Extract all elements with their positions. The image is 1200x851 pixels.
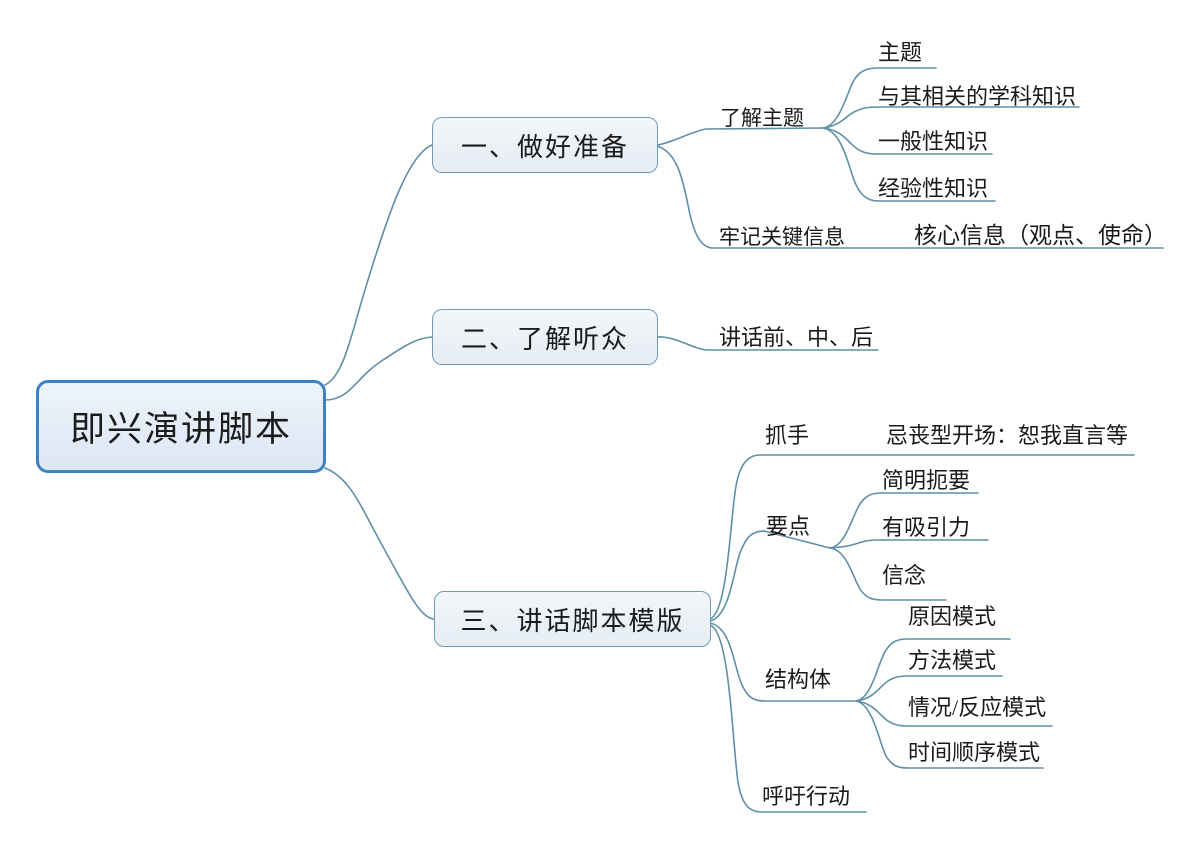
root-node-label: 即兴演讲脚本: [69, 410, 292, 449]
leaf-label-jingyanxing[interactable]: 经验性知识: [878, 176, 989, 201]
branch-node-3[interactable]: 三、讲话脚本模版: [434, 591, 711, 647]
leaf-label-yibanxing[interactable]: 一般性知识: [878, 129, 989, 154]
root-node[interactable]: 即兴演讲脚本: [36, 380, 326, 473]
connector-root-branch3: [324, 467, 435, 620]
connector-root-branch2: [324, 336, 433, 401]
leaf-label-zhuashou[interactable]: 抓手: [765, 423, 810, 448]
leaf-label-yuanyinmoshi[interactable]: 原因模式: [908, 604, 997, 629]
connector-liaojie-xueke: [822, 106, 1080, 129]
leaf-label-jisangxing[interactable]: 忌丧型开场：恕我直言等: [886, 423, 1129, 448]
leaf-label-shijianshunxu[interactable]: 时间顺序模式: [908, 740, 1041, 765]
branch-node-2[interactable]: 二、了解听众: [432, 309, 658, 365]
leaf-label-xinnian[interactable]: 信念: [882, 563, 927, 588]
leaf-label-liaojiezhuti[interactable]: 了解主题: [720, 106, 804, 130]
leaf-label-fangfamoshi[interactable]: 方法模式: [908, 648, 997, 673]
connector-yaodian-youxi: [829, 539, 989, 549]
connector-b1-liaojie: [656, 127, 825, 146]
connector-root-branch1: [324, 144, 433, 386]
leaf-label-youxiyinli[interactable]: 有吸引力: [882, 515, 971, 540]
branch-node-1[interactable]: 一、做好准备: [432, 117, 658, 173]
leaf-label-jiegouti[interactable]: 结构体: [765, 667, 832, 692]
leaf-label-zhuti[interactable]: 主题: [878, 40, 923, 65]
branch-node-3-label: 三、讲话脚本模版: [460, 606, 685, 636]
leaf-label-hexinxinxi[interactable]: 核心信息（观点、使命）: [914, 223, 1167, 248]
connector-b3-yaodian: [709, 530, 831, 622]
leaf-label-jianghuaqianzhonghou[interactable]: 讲话前、中、后: [719, 325, 874, 350]
leaf-label-jianmingeyao[interactable]: 简明扼要: [882, 468, 971, 493]
leaf-label-laojiguanjian[interactable]: 牢记关键信息: [719, 225, 845, 249]
branch-node-2-label: 二、了解听众: [460, 324, 629, 354]
leaf-label-xuekezhishi[interactable]: 与其相关的学科知识: [878, 84, 1077, 109]
leaf-label-yaodian[interactable]: 要点: [766, 514, 811, 539]
leaf-label-huyuxingdong[interactable]: 呼吁行动: [762, 784, 851, 809]
leaf-label-qingkuangfanying[interactable]: 情况/反应模式: [908, 695, 1047, 720]
branch-node-1-label: 一、做好准备: [460, 132, 629, 162]
